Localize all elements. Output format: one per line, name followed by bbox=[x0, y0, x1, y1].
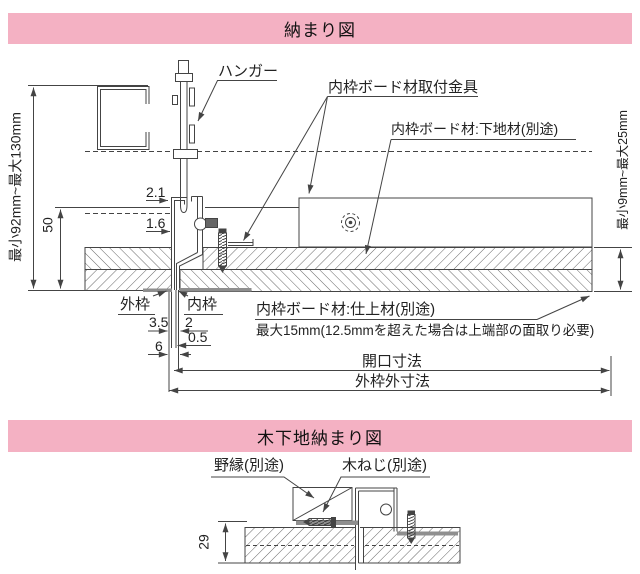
main-section-title: 納まり図 bbox=[284, 21, 356, 40]
main-diagram bbox=[28, 60, 632, 396]
opening-dimensions bbox=[169, 356, 612, 396]
outer-frame-flange bbox=[143, 288, 172, 292]
finish-board-label-line1: 内枠ボード材:仕上材(別途) bbox=[256, 301, 436, 318]
wood-frame-profile bbox=[355, 487, 398, 570]
board-screw-vertical bbox=[407, 510, 416, 544]
board-mounting-bracket bbox=[218, 228, 254, 273]
dim-1-6-label: 1.6 bbox=[146, 215, 166, 231]
detail-dimensions bbox=[146, 197, 211, 358]
depth-29-dim-label: 29 bbox=[195, 534, 212, 550]
side-bolt-head bbox=[205, 218, 218, 228]
depth-50-dim-label: 50 bbox=[39, 217, 56, 233]
main-section-header: 納まり図 bbox=[8, 13, 632, 44]
furring-strip-block bbox=[292, 487, 353, 521]
furring-label: 野縁(別途) bbox=[214, 457, 284, 474]
board-screw bbox=[218, 228, 227, 273]
inner-frame-profile bbox=[175, 196, 299, 372]
outer-frame-profile bbox=[168, 197, 188, 392]
lid-board-hatch-right bbox=[179, 247, 593, 292]
wood-section-header: 木下地納まり図 bbox=[8, 420, 632, 452]
dim-3-5-label: 3.5 bbox=[149, 314, 169, 330]
dim-2-1-label: 2.1 bbox=[146, 184, 166, 200]
wood-section-title: 木下地納まり図 bbox=[257, 428, 383, 448]
ceiling-board-hatch-left bbox=[84, 247, 172, 291]
bracket-plate-board bbox=[298, 197, 593, 292]
dim-0-5-label: 0.5 bbox=[188, 329, 208, 345]
dim-2-label: 2 bbox=[185, 314, 193, 330]
depth-29-dimension bbox=[218, 521, 249, 564]
wood-leader-lines bbox=[211, 476, 430, 513]
wood-board-left bbox=[244, 527, 356, 564]
finish-board-label-line2: 最大15mm(12.5mmを超えた場合は上端部の面取り必要) bbox=[256, 323, 595, 338]
inner-frame-label: 内枠 bbox=[187, 296, 218, 313]
wood-screw-horizontal bbox=[303, 517, 336, 527]
hanger-label: ハンガー bbox=[218, 63, 279, 80]
inner-frame-flange bbox=[179, 288, 252, 292]
right-range-dim-label: 最小9mm~最大25mm bbox=[616, 110, 631, 230]
right-range-dimension bbox=[594, 247, 632, 292]
ceiling-reference-lines bbox=[85, 151, 592, 214]
wood-frame-bottom-flange bbox=[397, 531, 458, 536]
hanger-bolt bbox=[172, 60, 198, 214]
wood-diagram bbox=[211, 476, 461, 570]
wood-screw-label: 木ねじ(別途) bbox=[342, 457, 427, 474]
screw-front-symbol bbox=[341, 213, 360, 232]
latch-circle bbox=[380, 503, 392, 516]
outer-frame-label: 外枠 bbox=[120, 296, 151, 313]
dim-6-label: 6 bbox=[155, 338, 163, 354]
outer-overall-dim-label: 外枠外寸法 bbox=[355, 373, 431, 390]
bracket-label: 内枠ボード材取付金具 bbox=[328, 79, 479, 96]
latch-circle bbox=[194, 217, 207, 231]
left-range-dim-label: 最小92mm~最大130mm bbox=[7, 112, 24, 262]
leader-lines bbox=[118, 80, 590, 320]
opening-dim-label: 開口寸法 bbox=[362, 353, 423, 370]
ceiling-channel bbox=[97, 86, 150, 150]
base-board-label: 内枠ボード材:下地材(別途) bbox=[391, 121, 559, 137]
